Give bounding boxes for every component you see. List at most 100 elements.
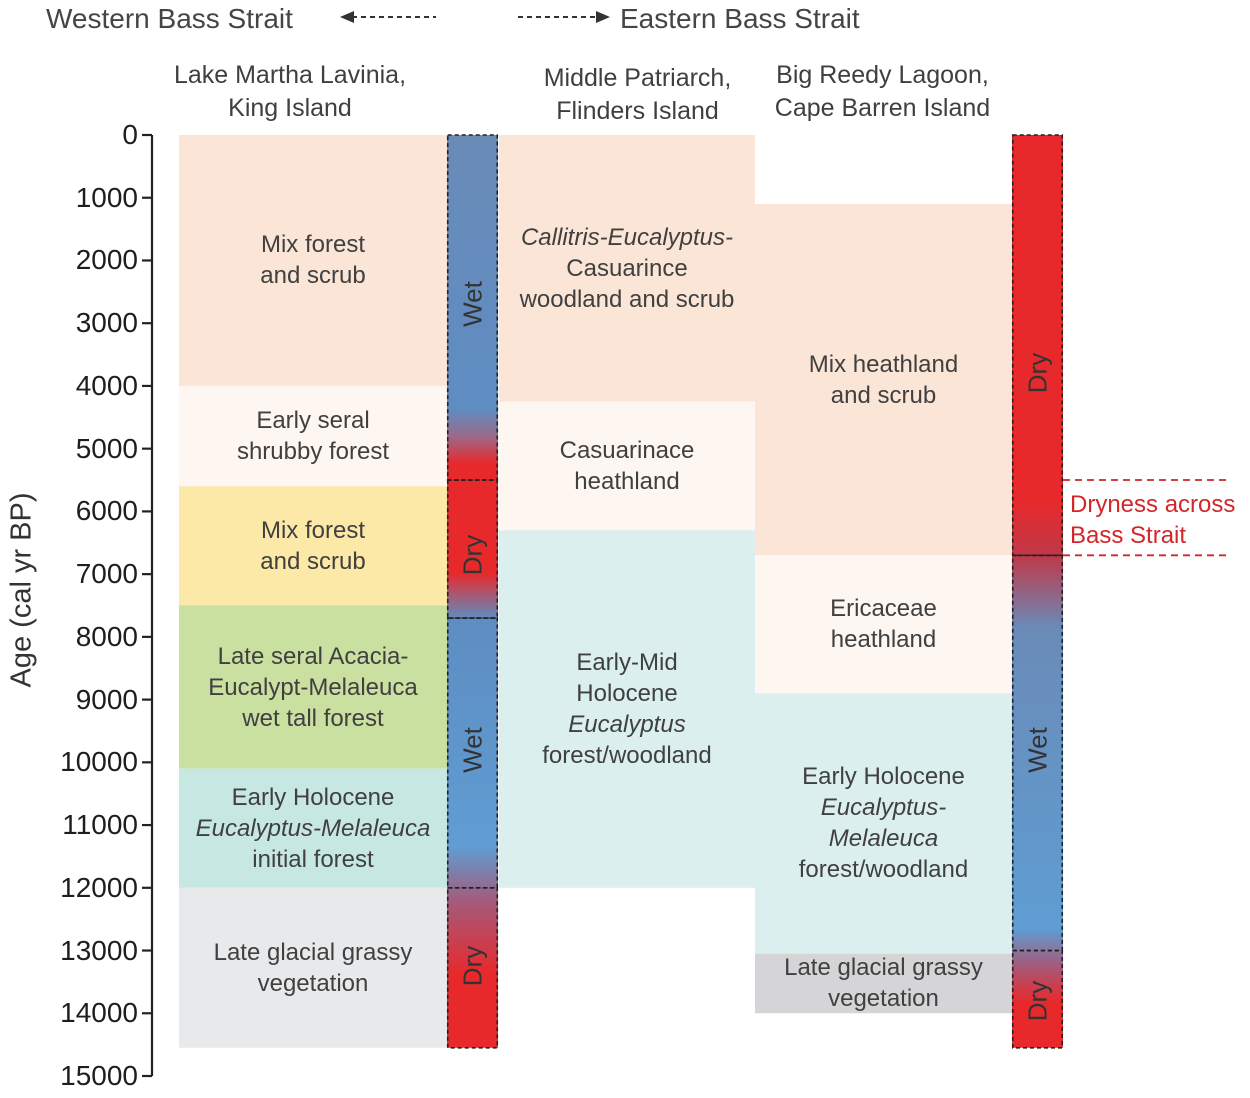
zone-label-line: heathland [830,626,937,654]
zone-label-line: Eucalyptus-Melaleuca [195,814,431,842]
zone-label-line: Eucalyptus [568,711,686,738]
martha-climate-label-dry: Dry [457,535,487,576]
martha-zone-label: Late glacial grassy vegetation [179,888,447,1048]
site-name-line: Cape Barren Island [774,94,991,122]
western-bass-strait-label: Western Bass Strait [46,3,293,34]
zone-label-line: Eucalypt-Melaleuca [208,673,418,701]
zone-label-line: Late glacial grassy [784,954,983,982]
zone-label-line: vegetation [828,985,939,1013]
zone-label-line: Late seral Acacia- [217,642,409,670]
patriarch-zone-rect [499,401,755,531]
martha-zone-rect [179,605,447,769]
y-tick-label: 11000 [62,809,138,841]
site-name-line: Big Reedy Lagoon, [776,61,989,89]
y-tick-label: 7000 [75,558,138,590]
patriarch-zone-label: Callitris-Eucalyptus- Casuarince woodland … [499,135,755,402]
martha-zone-rect [179,135,447,386]
y-tick-label: 10000 [60,746,138,778]
patriarch-zone-label: Casuarinace heathland [499,402,755,531]
dryness-note-line: Dryness across [1070,491,1236,518]
reedy-climate-label-wet: Wet [1022,726,1052,773]
y-tick-label: 8000 [75,620,138,652]
martha-zone-rect [179,385,447,487]
zone-label-line: initial forest [252,845,374,873]
zone-label-line: Early Holocene [231,783,395,811]
reedy-zone-rect [755,555,1012,694]
y-tick-label: 6000 [75,495,138,527]
martha-zone-rect [179,486,447,606]
y-tick-label: 9000 [75,683,138,715]
site-big-reedy-lagoon: Big Reedy Lagoon, Cape Barren Island [745,59,1020,125]
zone-label-line: Casuarinace [559,436,695,464]
y-tick-label: 15000 [60,1060,138,1091]
y-tick-label: 2000 [75,244,138,276]
zone-label-line: Callitris-Eucalyptus- [520,223,734,251]
direction-arrows [340,11,610,23]
age-axis [142,133,154,1078]
y-tick-label: 1000 [75,181,138,213]
zone-label-line: Casuarince [566,254,688,282]
reedy-zone-label: Late glacial grassy vegetation [755,954,1012,1014]
zone-label-line: shrubby forest [236,438,390,466]
zone-label-line: Late glacial grassy [213,938,413,966]
martha-climate-label-wet: Wet [457,726,487,773]
zone-label-line: heathland [574,467,680,495]
reedy-zone-label: Ericaceae heathland [755,555,1012,693]
martha-climate-bar [447,135,498,1048]
site-name-line: Flinders Island [556,97,719,125]
reedy-climate-label-dry: Dry [1022,980,1052,1021]
zone-label-line: wet tall forest [242,704,384,732]
zone-label-line: Early-Mid [576,649,678,676]
zone-label-line: Ericaceae [830,595,937,623]
martha-climate-label-dry: Dry [457,945,487,987]
zone-label-line: and scrub [260,547,366,575]
zone-label-line: woodland and scrub [519,285,735,313]
y-tick-label: 3000 [75,307,138,339]
site-middle-patriarch: Middle Patriarch, Flinders Island [505,62,770,128]
y-tick-label: 4000 [75,369,138,401]
reedy-zone-rect [755,693,1012,954]
climate-bars [446,134,1228,1049]
zone-label-line: forest/woodland [542,742,712,769]
zone-label-line: forest/woodland [798,856,969,884]
site-name-line: Middle Patriarch, [543,64,732,92]
east-arrow-head [596,11,610,23]
martha-zone-label: Late seral Acacia- Eucalypt-Melaleuca wet … [179,606,447,769]
vegetation-zones [179,135,1012,1048]
zone-label-line: vegetation [257,969,369,997]
patriarch-zone-rect [499,530,755,888]
eastern-bass-strait-label: Eastern Bass Strait [620,3,860,34]
reedy-zone-rect [755,204,1012,556]
y-tick-label: 5000 [75,432,138,464]
site-name-line: King Island [228,94,352,122]
zone-label-line: Early Holocene [802,763,965,791]
zone-label-line: Eucalyptus- [820,794,947,822]
martha-climate-segment-outline [446,886,499,1049]
zone-label-line: and scrub [830,381,937,409]
y-tick-label: 0 [122,119,138,150]
zone-label-line: Mix forest [260,516,365,544]
dryness-note: Dryness across Bass Strait [1070,489,1235,551]
martha-climate-label-wet: Wet [457,281,487,328]
martha-climate-segment-outline [446,134,499,481]
zone-label-line: and scrub [260,262,366,290]
reedy-climate-bar [1012,135,1063,1048]
reedy-climate-segment-outline [1011,134,1064,557]
site-name-line: Lake Martha Lavinia, [173,61,407,89]
reedy-zone-rect [755,953,1012,1014]
martha-zone-rect [179,768,447,888]
martha-zone-rect [179,887,447,1048]
patriarch-zone-rect [499,135,755,402]
y-tick-label: 12000 [60,871,138,903]
site-lake-martha-lavinia: Lake Martha Lavinia, King Island [150,59,430,125]
reedy-climate-segment-outline [1011,949,1064,1049]
martha-zone-label: Mix forest and scrub [179,486,447,605]
west-arrow-head [340,11,354,23]
